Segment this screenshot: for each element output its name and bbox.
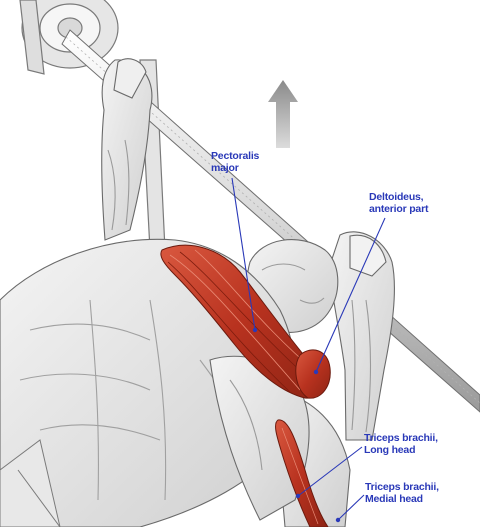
triceps-medial-head-label-line1: Triceps brachii, bbox=[365, 481, 439, 493]
triceps-long-head-label-line1: Triceps brachii, bbox=[364, 432, 438, 444]
triceps-long-head-label: Triceps brachii, Long head bbox=[364, 432, 438, 456]
triceps-medial-head-label: Triceps brachii, Medial head bbox=[365, 481, 439, 505]
pectoralis-major-label-line1: Pectoralis bbox=[211, 150, 259, 162]
pectoralis-major-label-line2: major bbox=[211, 162, 259, 174]
deltoideus-label-line2: anterior part bbox=[369, 203, 428, 215]
triceps-long-head-label-line2: Long head bbox=[364, 444, 438, 456]
pectoralis-major-label: Pectoralis major bbox=[211, 150, 259, 174]
triceps-medial-head-label-line2: Medial head bbox=[365, 493, 439, 505]
deltoideus-label-line1: Deltoideus, bbox=[369, 191, 428, 203]
deltoideus-label: Deltoideus, anterior part bbox=[369, 191, 428, 215]
